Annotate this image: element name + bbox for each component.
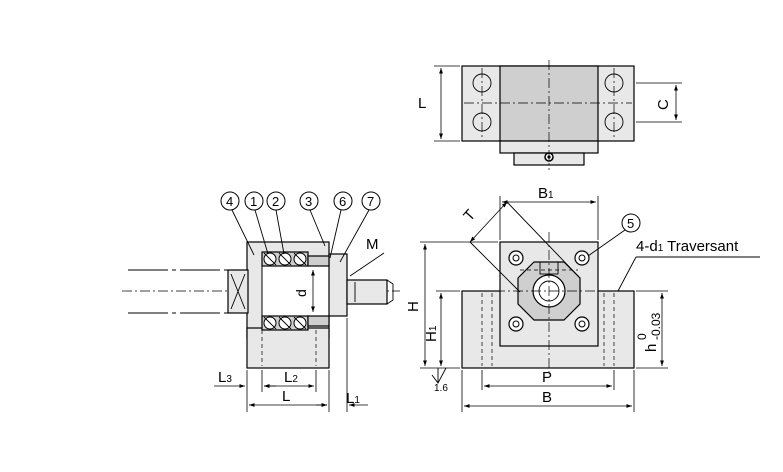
label-holes: 4-d1 Traversant (636, 238, 739, 255)
callout-1: 1 (250, 194, 257, 209)
callout-leaders (231, 209, 370, 263)
dim-label-H1: H1 (423, 325, 440, 342)
side-view-seal (307, 255, 330, 267)
callout-3: 3 (305, 194, 312, 209)
dim-label-H: H (405, 301, 422, 312)
callout-7: 7 (367, 194, 374, 209)
dim-label-C: C (655, 99, 672, 110)
dim-label-L2: L2 (284, 369, 298, 386)
dim-label-T: T (460, 206, 479, 224)
dim-label-d: d (293, 289, 309, 297)
dim-tol-lower: -0.03 (649, 312, 663, 340)
callout-2: 2 (272, 194, 279, 209)
dim-label-B: B (542, 389, 552, 406)
callout-6: 6 (339, 194, 346, 209)
top-view: L C (418, 60, 682, 170)
roughness-value: 1.6 (434, 383, 448, 394)
side-view-bearings-bottom (261, 315, 309, 331)
front-view: 5 4-d1 Traversant B1 T H H1 h 0 -0.03 (405, 185, 760, 412)
dim-label-L1: L1 (346, 390, 360, 407)
roughness-symbol: 1.6 (431, 367, 448, 394)
side-view-base (246, 327, 330, 369)
side-view-bearings-top (261, 251, 309, 267)
dim-label-L3: L3 (218, 369, 232, 386)
side-view-shaft-end (346, 279, 388, 305)
callout-5: 5 (627, 216, 634, 231)
dim-label-L-top: L (418, 95, 426, 112)
dim-label-B1: B1 (538, 185, 554, 202)
callout-4: 4 (226, 194, 233, 209)
dim-label-P: P (542, 369, 552, 386)
dim-tol-upper: 0 (635, 333, 649, 340)
callout-bubbles: 4 1 2 3 6 7 (220, 191, 381, 211)
dim-label-L-side: L (282, 388, 290, 405)
front-view-bolts (508, 250, 590, 332)
dim-label-h: h (643, 344, 660, 352)
side-view-cover (328, 253, 348, 317)
label-M: M (366, 236, 379, 253)
side-section-view: d 4 1 2 3 6 7 M (122, 191, 400, 412)
